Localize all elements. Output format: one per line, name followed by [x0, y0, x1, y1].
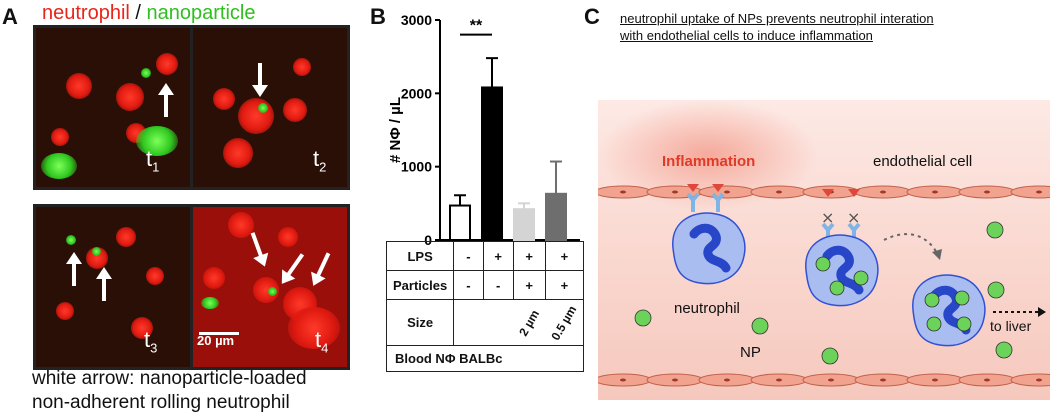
neutrophil-np-loaded: [805, 234, 879, 307]
legend-neutrophil: neutrophil: [42, 2, 130, 24]
endothelial-nucleus: [880, 378, 886, 382]
panel-a-legend: neutrophil / nanoparticle: [42, 2, 255, 25]
particles-cell-2: -: [482, 270, 514, 300]
endothelial-nucleus: [984, 190, 990, 194]
neutrophil-to-liver: [912, 274, 986, 347]
particles-cell-1: -: [453, 270, 484, 300]
endothelial-nucleus: [984, 378, 990, 382]
time-label-t4: t: [315, 327, 322, 352]
endothelial-nucleus: [1036, 378, 1042, 382]
endothelial-nucleus: [724, 378, 730, 382]
panel-c-letter: C: [584, 4, 600, 29]
legend-separator: /: [129, 2, 147, 24]
micrograph-t3: t3: [33, 204, 193, 370]
panel-b-letter: B: [370, 4, 386, 29]
block-cross-1: ×: [821, 208, 834, 227]
y-tick-label: 3000: [401, 12, 432, 28]
inflammation-diagram: × ×: [598, 100, 1050, 400]
title-line-2: with endothelial cells to induce inflamm…: [620, 28, 873, 43]
y-tick-label: 2000: [401, 85, 432, 101]
to-liver-label: to liver: [990, 318, 1032, 334]
np-label: NP: [740, 344, 761, 361]
receptor-ligand-pair-2: [711, 184, 725, 212]
y-axis-label: # NΦ / µL: [387, 97, 404, 163]
endothelial-nucleus: [620, 190, 626, 194]
endothelial-cell: [1010, 373, 1050, 387]
panel-a-caption: white arrow: nanoparticle-loaded non-adh…: [32, 367, 307, 415]
time-label-t3: t: [144, 327, 151, 352]
micrograph-t2: t2: [190, 25, 350, 190]
panel-a-letter: A: [2, 4, 18, 29]
bar: [481, 86, 503, 242]
bar: [449, 204, 471, 242]
title-line-1: neutrophil uptake of NPs prevents neutro…: [620, 11, 934, 26]
row-label-size: Size: [385, 299, 455, 346]
micrograph-t4: 20 µm t4: [190, 204, 350, 370]
legend-nanoparticle: nanoparticle: [146, 2, 256, 24]
time-label-t1: t: [146, 146, 153, 171]
scale-bar: [199, 332, 239, 335]
particles-cell-3: +: [512, 270, 546, 300]
row-label-particles: Particles: [385, 270, 455, 300]
endothelial-nucleus: [620, 378, 626, 382]
particles-cell-4: +: [544, 270, 585, 300]
micrograph-t1: t1: [33, 25, 193, 190]
blocked-ligand-2: [848, 189, 860, 197]
lps-cell-3: +: [512, 241, 546, 271]
endothelial-nucleus: [672, 190, 678, 194]
neutrophil-bound: [672, 212, 746, 285]
np-5: [995, 341, 1013, 359]
endothelial-nucleus: [672, 378, 678, 382]
lps-cell-1: -: [453, 241, 484, 271]
time-label-t2: t: [313, 146, 320, 171]
np-6: [987, 281, 1005, 299]
panel-c-title: neutrophil uptake of NPs prevents neutro…: [620, 10, 934, 44]
endothelial-cell: [1010, 185, 1050, 199]
endothelial-nucleus: [828, 378, 834, 382]
y-tick-label: 1000: [401, 159, 432, 175]
migration-arrow: [883, 233, 939, 256]
endothelial-nucleus: [932, 190, 938, 194]
size-cell-2um: 2 µm: [516, 307, 543, 338]
endothelial-nucleus: [1036, 190, 1042, 194]
blocked-ligand-1: [822, 189, 834, 197]
receptor-ligand-pair-1: [686, 184, 700, 212]
neutrophil-label: neutrophil: [674, 300, 740, 317]
row-label-lps: LPS: [385, 241, 455, 271]
significance-label: **: [470, 18, 483, 35]
endothelial-nucleus: [880, 190, 886, 194]
lps-cell-4: +: [544, 241, 585, 271]
block-cross-2: ×: [847, 208, 860, 227]
np-1: [986, 221, 1004, 239]
np-4: [821, 347, 839, 365]
size-cell-05um: 0.5 µm: [548, 302, 580, 343]
bar-chart: 0 1000 2000 3000 # NΦ / µL **: [387, 12, 580, 248]
endothelium-bottom: [598, 373, 1050, 387]
endothelial-nucleus: [776, 378, 782, 382]
endothelial-nucleus: [776, 190, 782, 194]
scale-bar-label: 20 µm: [197, 333, 235, 348]
caption-line-2: non-adherent rolling neutrophil: [32, 392, 290, 413]
endothelial-nucleus: [724, 190, 730, 194]
np-3: [751, 317, 769, 335]
np-2: [634, 309, 652, 327]
inflammation-label: Inflammation: [662, 153, 756, 170]
table-footer: Blood NΦ BALBc: [386, 345, 584, 372]
inflammation-glow: [598, 100, 818, 210]
caption-line-1: white arrow: nanoparticle-loaded: [32, 368, 307, 389]
bar: [513, 208, 535, 241]
bar: [545, 192, 567, 242]
endothelium-top: [598, 185, 1050, 199]
endothelial-label: endothelial cell: [873, 153, 973, 170]
conditions-table: LPS - + + + Particles - - + + Size 2 µm …: [385, 241, 585, 372]
lps-cell-2: +: [482, 241, 514, 271]
endothelial-nucleus: [932, 378, 938, 382]
y-tick-label: 0: [424, 232, 432, 248]
